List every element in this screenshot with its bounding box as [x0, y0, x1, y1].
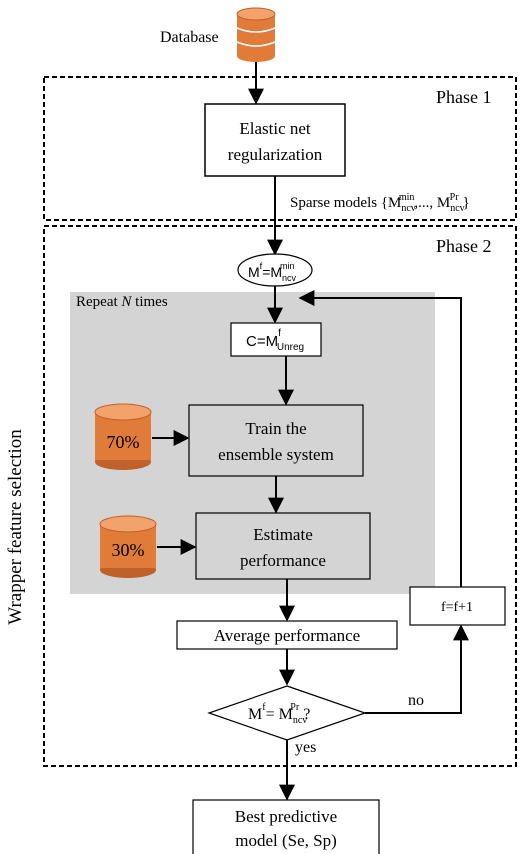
c-assign-box [230, 322, 322, 357]
decision-formula: Mf= MncvPr? [248, 702, 310, 726]
train-line1: Train the [245, 419, 306, 438]
estimate-line2: performance [240, 551, 326, 570]
pct30-label: 30% [112, 540, 145, 560]
test-data-icon [99, 515, 157, 578]
elastic-net-box [204, 103, 346, 177]
elastic-net-line2: regularization [228, 145, 323, 164]
average-box [176, 620, 398, 650]
database-label: Database [160, 29, 219, 46]
wrapper-feature-selection-label: Wrapper feature selection [5, 429, 26, 625]
average-label: Average performance [214, 626, 360, 645]
yes-label: yes [295, 739, 316, 756]
no-label: no [408, 692, 424, 709]
best-model-box [192, 799, 380, 854]
increment-label: f=f+1 [441, 600, 473, 615]
phase2-label: Phase 2 [436, 236, 492, 256]
phase1-region [43, 76, 517, 221]
increment-box [409, 586, 506, 626]
pct70-label: 70% [107, 432, 140, 452]
train-box [188, 404, 364, 477]
init-formula: Mf=Mncvmin [248, 261, 297, 283]
training-data-icon [94, 403, 152, 470]
phase2-region [43, 225, 517, 767]
best-model-line2: model (Se, Sp) [235, 831, 337, 850]
best-model-line1: Best predictive [235, 807, 337, 826]
estimate-box [195, 512, 371, 580]
train-line2: ensemble system [218, 445, 334, 464]
repeat-label: Repeat N times [76, 294, 168, 310]
phase1-label: Phase 1 [436, 87, 492, 107]
sparse-models-label: Sparse models {Mncvmin,..., MncvPr} [290, 192, 470, 214]
elastic-net-line1: Elastic net [239, 119, 311, 138]
estimate-line1: Estimate [253, 525, 312, 544]
database-icon [236, 7, 276, 62]
